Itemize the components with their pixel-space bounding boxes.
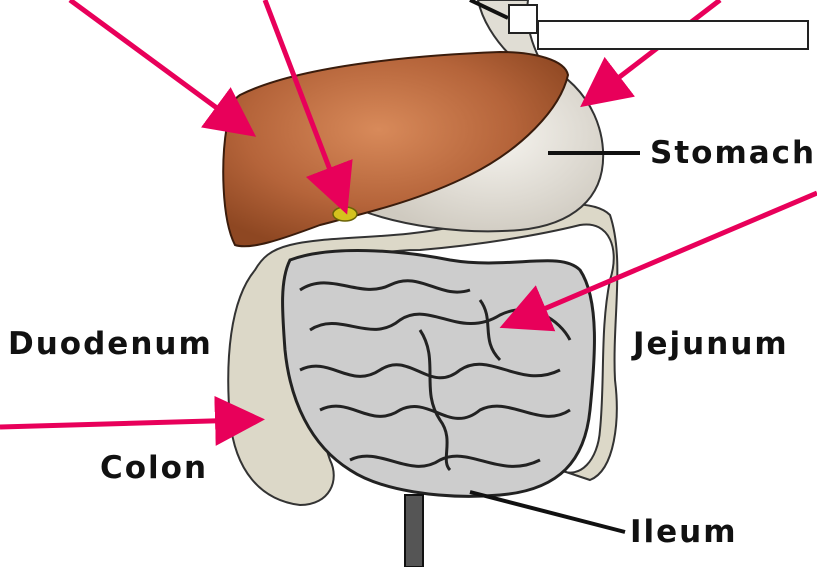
label-ileum: Ileum (630, 517, 738, 548)
label-blank-small (508, 4, 538, 34)
liver-arrow-icon (70, 0, 240, 125)
gallbladder-shape (333, 207, 357, 221)
colon-arrow-icon (0, 420, 245, 427)
label-duodenum: Duodenum (8, 329, 213, 360)
rectum-shape (405, 495, 423, 567)
label-stomach: Stomach (650, 138, 816, 169)
label-blank-box (537, 20, 809, 50)
ileum-leader-line (470, 492, 625, 532)
label-jejunum: Jejunum (633, 329, 789, 360)
label-colon: Colon (100, 453, 208, 484)
